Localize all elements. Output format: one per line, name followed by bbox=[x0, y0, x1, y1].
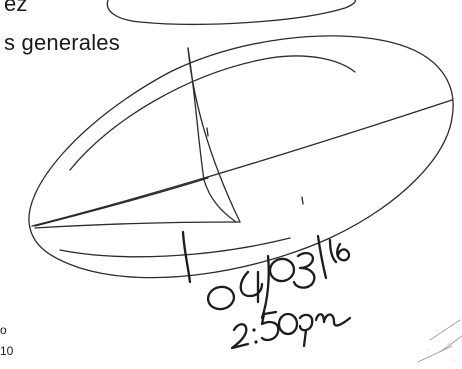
handwritten-vertical-line bbox=[183, 232, 190, 282]
handwritten-cone-apex-right bbox=[188, 48, 240, 222]
handwritten-tick bbox=[207, 128, 208, 136]
scan-noise bbox=[418, 320, 462, 362]
handwritten-cone-base bbox=[35, 222, 240, 228]
handwritten-ellipse-lower-arc bbox=[60, 238, 290, 257]
handwritten-time bbox=[232, 312, 350, 348]
handwritten-bubble bbox=[107, 0, 355, 24]
handwritten-ellipse-inner-arc bbox=[70, 56, 355, 170]
handwritten-date bbox=[206, 236, 349, 318]
handwritten-ellipse bbox=[29, 36, 453, 278]
handwritten-diagonal-line bbox=[32, 100, 452, 226]
handwritten-tick bbox=[302, 197, 303, 204]
